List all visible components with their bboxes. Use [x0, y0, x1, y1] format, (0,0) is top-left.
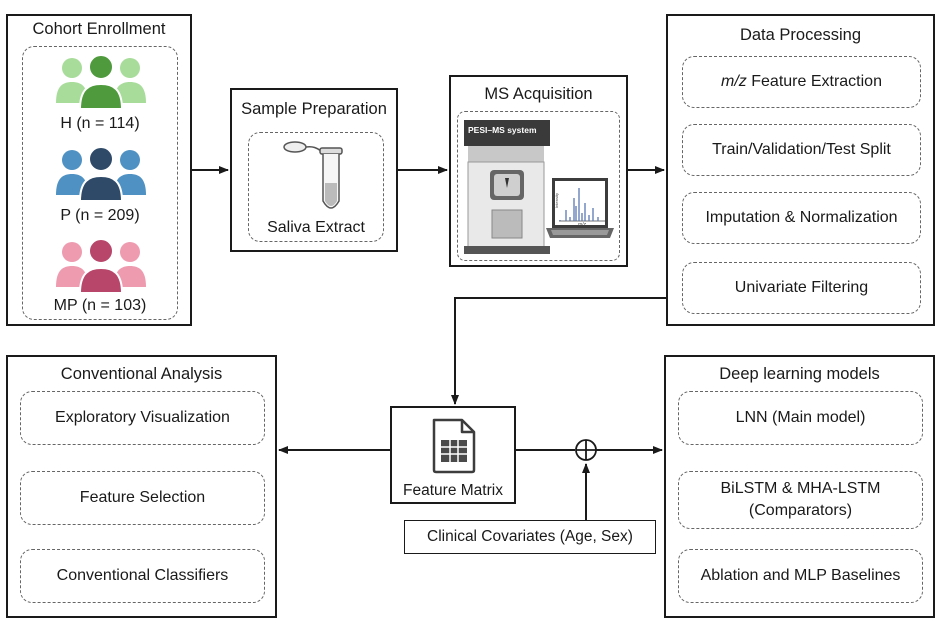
processing-step-4: Univariate Filtering — [682, 262, 921, 314]
conventional-item-1: Exploratory Visualization — [20, 391, 265, 445]
deep-item-2: BiLSTM & MHA-LSTM (Comparators) — [678, 471, 923, 529]
deep-learning-panel: Deep learning models LNN (Main model) Bi… — [664, 355, 935, 618]
ms-acquisition-panel: MS Acquisition PESI–MS system Intensity … — [449, 75, 628, 267]
processing-step-4-label: Univariate Filtering — [734, 279, 869, 297]
ms-plot-xlabel: m/z — [578, 222, 587, 228]
processing-step-2-label: Train/Validation/Test Split — [712, 141, 891, 159]
cohort-title: Cohort Enrollment — [32, 20, 166, 38]
people-icon-periodontitis — [56, 146, 146, 202]
deep-item-3: Ablation and MLP Baselines — [678, 549, 923, 603]
processing-step-1-label: Feature Extraction — [746, 73, 882, 91]
group-label-healthy: H (n = 114) — [60, 115, 140, 132]
deep-item-1: LNN (Main model) — [678, 391, 923, 445]
processing-step-3-label: Imputation & Normalization — [705, 209, 898, 227]
ms-instrument-icon — [464, 120, 614, 254]
conventional-item-2: Feature Selection — [20, 471, 265, 525]
processing-title: Data Processing — [739, 26, 862, 44]
clinical-covariates-box: Clinical Covariates (Age, Sex) — [404, 520, 656, 554]
conventional-item-2-label: Feature Selection — [79, 489, 206, 507]
saliva-extract-box: Saliva Extract — [248, 132, 384, 242]
clinical-covariates-label: Clinical Covariates (Age, Sex) — [427, 527, 633, 545]
cohort-enrollment-panel: Cohort Enrollment H (n = 114) P (n = 209… — [6, 14, 192, 326]
deep-item-2-line1: BiLSTM & MHA-LSTM — [720, 480, 881, 498]
mz-italic: m/z — [721, 73, 747, 91]
conventional-item-3: Conventional Classifiers — [20, 549, 265, 603]
processing-step-3: Imputation & Normalization — [682, 192, 921, 244]
people-icon-healthy — [56, 54, 146, 110]
deep-title: Deep learning models — [719, 365, 880, 383]
group-label-mp: MP (n = 103) — [53, 297, 147, 314]
deep-item-2-line2: (Comparators) — [748, 502, 853, 519]
conventional-title: Conventional Analysis — [60, 365, 223, 383]
conventional-item-3-label: Conventional Classifiers — [56, 567, 229, 585]
data-processing-panel: Data Processing m/z Feature Extraction T… — [666, 14, 935, 326]
conventional-item-1-label: Exploratory Visualization — [55, 409, 230, 427]
conventional-analysis-panel: Conventional Analysis Exploratory Visual… — [6, 355, 277, 618]
people-icon-mp — [56, 238, 146, 294]
ms-system-label: PESI–MS system — [468, 125, 537, 135]
feature-matrix-box: Feature Matrix — [390, 406, 516, 504]
ms-title: MS Acquisition — [484, 85, 593, 103]
deep-item-3-label: Ablation and MLP Baselines — [700, 567, 901, 585]
saliva-extract-label: Saliva Extract — [267, 219, 365, 236]
processing-step-2: Train/Validation/Test Split — [682, 124, 921, 176]
feature-matrix-label: Feature Matrix — [403, 482, 503, 499]
ms-plot-ylabel: Intensity — [553, 193, 559, 208]
spreadsheet-file-icon — [432, 418, 476, 474]
tube-icon — [283, 141, 343, 209]
processing-step-1: m/z Feature Extraction — [682, 56, 921, 108]
ms-instrument-box: PESI–MS system Intensity m/z — [457, 111, 620, 261]
cohort-groups-box: H (n = 114) P (n = 209) MP (n = 103) — [22, 46, 178, 320]
sample-preparation-panel: Sample Preparation Saliva Extract — [230, 88, 398, 252]
concat-plus-icon — [575, 439, 597, 461]
arrow-processing-to-matrix — [451, 297, 666, 405]
group-label-p: P (n = 209) — [60, 207, 140, 224]
deep-item-1-label: LNN (Main model) — [735, 409, 866, 427]
sample-prep-title: Sample Preparation — [241, 100, 387, 118]
